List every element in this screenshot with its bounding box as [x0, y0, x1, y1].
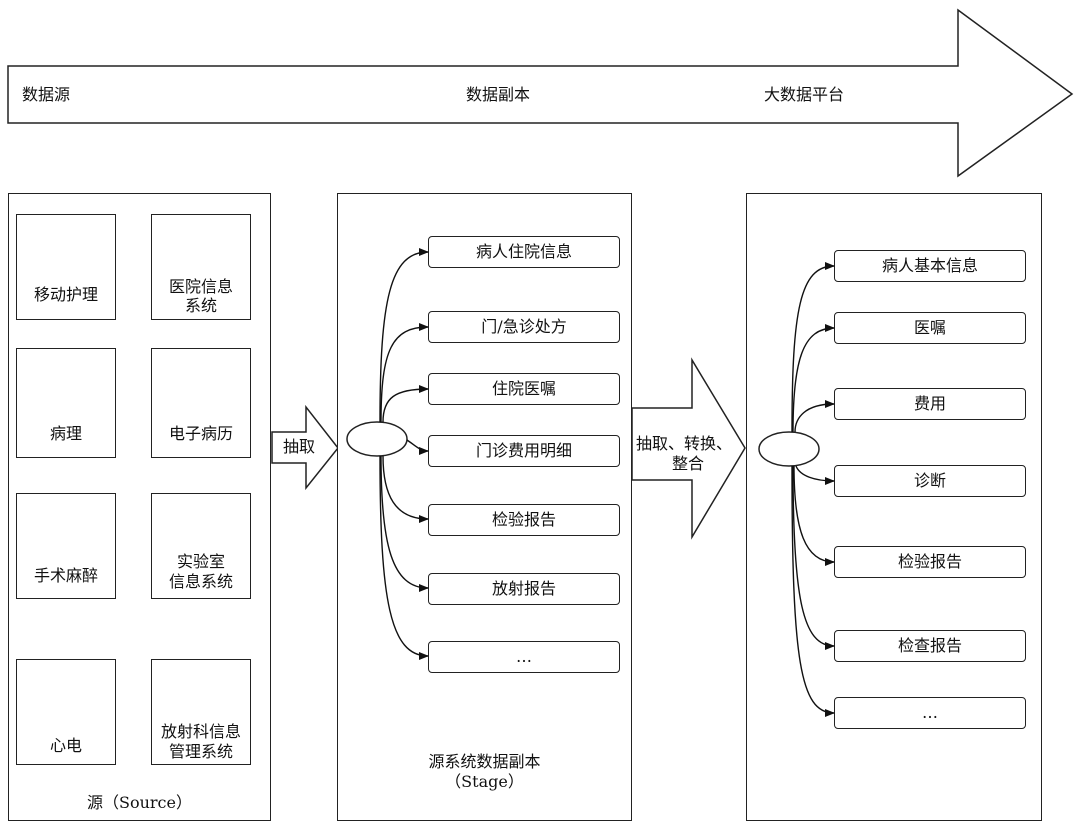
etl-arrow	[631, 357, 746, 540]
source-box-ris: 放射科信息 管理系统	[151, 659, 251, 765]
source-box-label: 电子病历	[168, 424, 233, 443]
stage-item: 门诊费用明细	[428, 435, 620, 467]
stage-branch-connector	[382, 455, 429, 523]
stage-branch-connector	[380, 455, 429, 592]
source-box-pathology: 病理	[16, 348, 116, 458]
stage-panel-caption: 源系统数据副本	[428, 752, 541, 771]
source-box-his: 医院信息 系统	[151, 214, 251, 320]
source-box-anesthesia: 手术麻醉	[16, 493, 116, 599]
banner-copy-label: 数据副本	[466, 85, 531, 104]
stage-branch-connector	[382, 385, 429, 423]
etl-arrow-label: 抽取、转换、	[636, 434, 733, 453]
platform-branch-connector	[792, 324, 835, 433]
platform-item: 病人基本信息	[834, 250, 1026, 282]
stage-item: 病人住院信息	[428, 236, 620, 268]
source-box-label-line2: 信息系统	[168, 572, 233, 591]
stage-item: 门/急诊处方	[428, 311, 620, 343]
platform-item: 费用	[834, 388, 1026, 420]
platform-item: 医嘱	[834, 312, 1026, 344]
banner-source-label: 数据源	[22, 85, 71, 104]
platform-item: 诊断	[834, 465, 1026, 497]
source-box-lis: 实验室 信息系统	[151, 493, 251, 599]
banner-arrow	[7, 8, 1074, 178]
extract-arrow-label: 抽取	[283, 437, 316, 456]
platform-branch-connector	[795, 465, 835, 485]
source-panel-caption: 源（Source）	[87, 793, 192, 812]
platform-branch-connector	[794, 400, 835, 433]
stage-panel-caption-sub: （Stage）	[445, 772, 524, 791]
source-box-label-line2: 管理系统	[168, 742, 233, 761]
stage-branch-connector	[406, 439, 429, 455]
platform-branch-connector	[792, 465, 835, 650]
stage-branch-connector	[379, 248, 429, 423]
platform-branch-connector	[791, 262, 835, 433]
etl-arrow-label-line2: 整合	[672, 454, 705, 473]
stage-hub-ellipse	[346, 421, 408, 457]
platform-hub-ellipse	[758, 431, 820, 467]
source-box-mobile-nursing: 移动护理	[16, 214, 116, 320]
source-box-label: 手术麻醉	[33, 566, 98, 585]
source-box-emr: 电子病历	[151, 348, 251, 458]
source-box-label: 移动护理	[33, 285, 98, 304]
extract-arrow	[271, 404, 339, 491]
source-box-label: 病理	[49, 424, 82, 443]
banner-platform-label: 大数据平台	[764, 85, 845, 104]
stage-item: 放射报告	[428, 573, 620, 605]
stage-branch-connector	[379, 455, 429, 660]
source-box-label-line2: 系统	[184, 296, 217, 315]
platform-item: 检查报告	[834, 630, 1026, 662]
source-box-label: 医院信息	[168, 277, 233, 296]
source-box-label: 放射科信息	[160, 722, 241, 741]
source-box-label: 实验室	[176, 552, 225, 571]
stage-branch-connector	[380, 323, 429, 423]
platform-item: …	[834, 697, 1026, 729]
source-box-label: 心电	[49, 736, 82, 755]
platform-branch-connector	[791, 465, 835, 717]
platform-branch-connector	[793, 465, 835, 566]
source-box-ecg: 心电	[16, 659, 116, 765]
stage-item: 住院医嘱	[428, 373, 620, 405]
platform-item: 检验报告	[834, 546, 1026, 578]
